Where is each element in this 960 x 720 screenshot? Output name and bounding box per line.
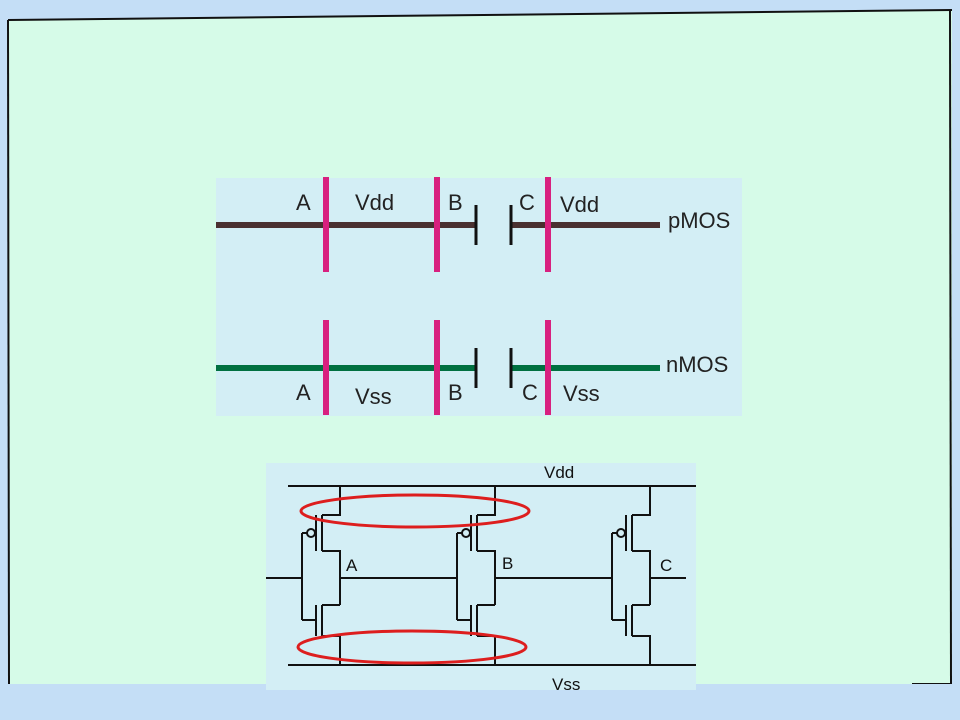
slide-border-right bbox=[949, 9, 952, 685]
highlight-pmos-shared bbox=[299, 493, 531, 529]
label-b-bottom: B bbox=[448, 380, 463, 405]
highlight-nmos-shared bbox=[296, 629, 528, 665]
slide-border-top bbox=[7, 9, 953, 21]
label-vss-right: Vss bbox=[563, 381, 600, 406]
label-schematic-vdd: Vdd bbox=[544, 463, 574, 482]
schematic-diagram: Vdd Vss A bbox=[266, 463, 696, 694]
label-a-top: A bbox=[296, 190, 311, 215]
label-b-top: B bbox=[448, 190, 463, 215]
label-c-top: C bbox=[519, 190, 535, 215]
label-nmos: nMOS bbox=[666, 352, 728, 377]
layout-panel bbox=[216, 178, 742, 416]
slide-border-left bbox=[7, 19, 10, 685]
label-vdd-left: Vdd bbox=[355, 190, 394, 215]
label-a-bottom: A bbox=[296, 380, 311, 405]
label-node-b: B bbox=[502, 554, 513, 573]
label-pmos: pMOS bbox=[668, 208, 730, 233]
label-vdd-right: Vdd bbox=[560, 192, 599, 217]
label-schematic-vss: Vss bbox=[552, 675, 580, 694]
label-c-bottom: C bbox=[522, 380, 538, 405]
label-node-a: A bbox=[346, 556, 358, 575]
label-node-c: C bbox=[660, 556, 672, 575]
schematic-panel bbox=[266, 463, 696, 690]
inverter-c bbox=[611, 486, 651, 665]
label-vss-left: Vss bbox=[355, 384, 392, 409]
layout-diagram: A Vdd B C Vdd pMOS nMOS A Vss B C Vss bbox=[216, 177, 742, 416]
